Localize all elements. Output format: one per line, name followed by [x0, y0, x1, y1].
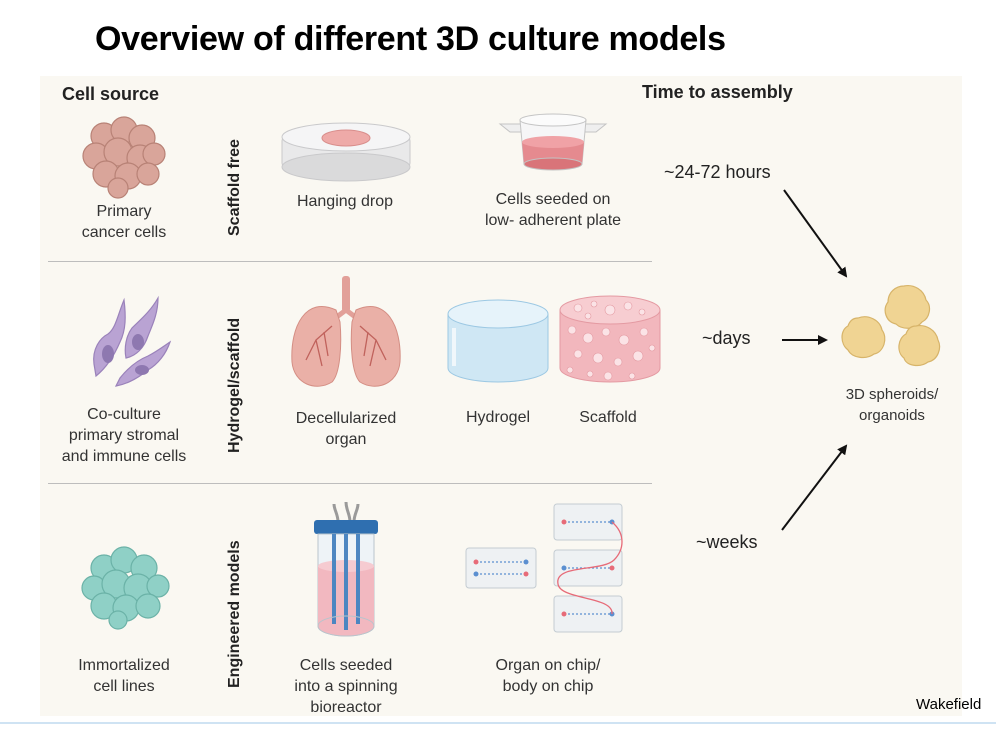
bioreactor-label-line-2: into a spinning [294, 678, 398, 695]
cell-source-label-3-line-1: Immortalized [78, 657, 170, 674]
hydrogel-label: Hydrogel [465, 409, 531, 426]
stromal-immune-cells-icon [93, 295, 172, 387]
cell-source-label-2-line-1: Co-culture [87, 406, 161, 423]
decellularized-organ-label-line-1: Decellularized [295, 410, 397, 427]
scaffold-label: Scaffold [579, 409, 637, 426]
spheroids-label-line-2: organoids [859, 407, 925, 424]
bioreactor-label-line-3: bioreactor [310, 699, 382, 716]
organ-on-chip-label-line-1: Organ on chip/ [495, 657, 601, 674]
credit-text: Wakefield [916, 696, 982, 713]
cell-source-label-3-line-2: cell lines [93, 678, 155, 695]
decellularized-lung-icon [291, 276, 401, 387]
cell-source-label-2-line-3: and immune cells [61, 448, 187, 465]
cell-source-label-1-line-1: Primary [96, 203, 152, 220]
primary-cancer-cells-icon [82, 116, 166, 199]
low-adherent-plate-label-line-1: Cells seeded on [495, 191, 611, 208]
bioreactor-label-line-1: Cells seeded [299, 657, 393, 674]
cell-source-header: Cell source [62, 84, 160, 104]
cell-source-label-3: Immortalized cell lines [56, 655, 192, 697]
time-label-weeks: ~weeks [696, 532, 758, 552]
figure-panel [40, 76, 962, 716]
organ-on-chip-label: Organ on chip/ body on chip [468, 655, 628, 697]
arrow-hours [783, 189, 848, 278]
cell-source-label-1-line-2: cancer cells [81, 224, 167, 241]
hanging-drop-label: Hanging drop [296, 193, 394, 210]
cell-source-label-2-line-2: primary stromal [68, 427, 180, 444]
row-divider-1 [48, 261, 652, 262]
decellularized-organ-label: Decellularized organ [266, 408, 426, 450]
organ-on-chip-icon [465, 503, 623, 633]
arrow-weeks [781, 444, 848, 531]
hanging-drop-dish-icon [281, 122, 411, 182]
spheroids-label-line-1: 3D spheroids/ [845, 386, 939, 403]
organ-on-chip-label-line-2: body on chip [502, 678, 594, 695]
scaffold-icon [559, 295, 661, 383]
time-label-hours: ~24-72 hours [664, 162, 771, 182]
time-label-days: ~days [702, 328, 751, 348]
low-adherent-plate-label-line-2: low- adherent plate [484, 212, 622, 229]
spheroids-label: 3D spheroids/ organoids [820, 384, 964, 426]
cell-source-label-1: Primary cancer cells [68, 201, 180, 243]
cell-source-label-2: Co-culture primary stromal and immune ce… [56, 404, 192, 467]
low-adherent-plate-icon [498, 113, 608, 171]
spheroids-icon [841, 285, 941, 367]
low-adherent-plate-label: Cells seeded on low- adherent plate [458, 189, 648, 231]
decellularized-organ-label-line-2: organ [325, 431, 367, 448]
immortalized-cells-icon [81, 546, 170, 630]
hydrogel-icon [447, 299, 549, 383]
slide-title: Overview of different 3D culture models [95, 20, 726, 58]
spinning-bioreactor-icon [314, 501, 378, 637]
row-divider-2 [48, 483, 652, 484]
bioreactor-label: Cells seeded into a spinning bioreactor [266, 655, 426, 718]
slide-bottom-line [0, 722, 996, 724]
time-to-assembly-header: Time to assembly [642, 82, 793, 102]
